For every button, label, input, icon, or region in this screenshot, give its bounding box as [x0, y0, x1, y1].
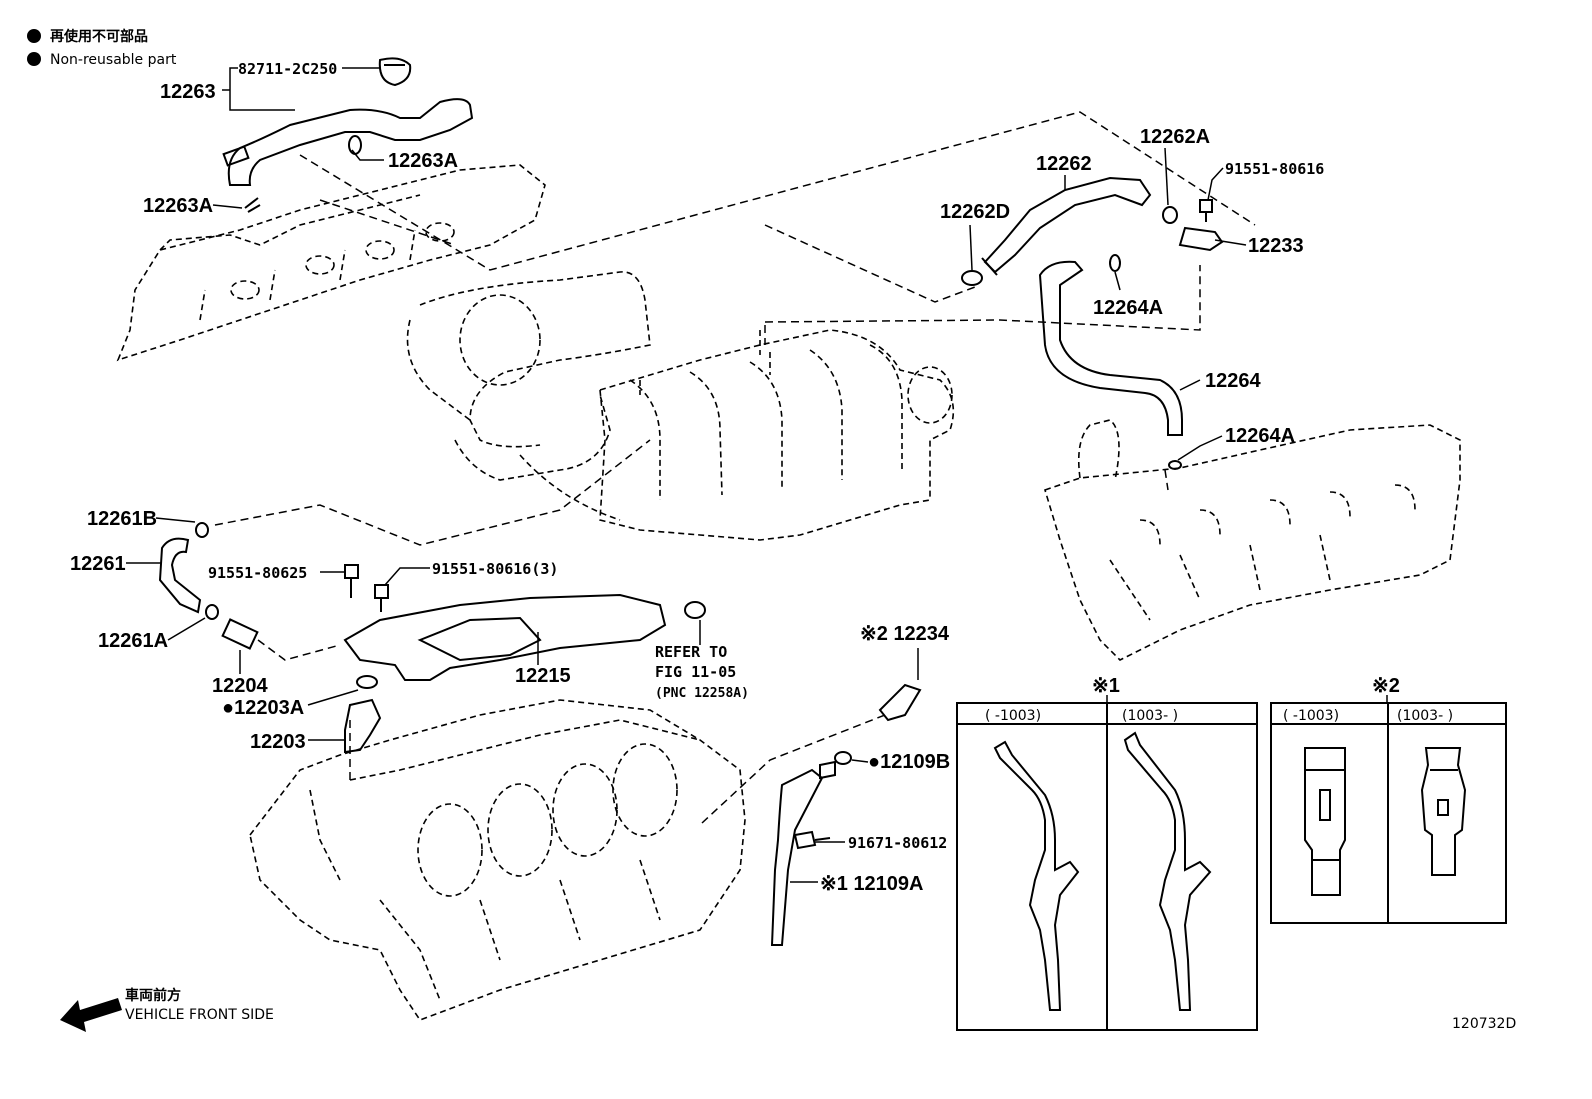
legend-jp: 再使用不可部品: [50, 28, 148, 45]
inset-2-col2-label: (1003- ): [1397, 708, 1453, 724]
label-12109b: ●12109B: [868, 751, 950, 773]
dipstick-guide-12234: [878, 683, 922, 722]
label-12263a-lower: 12263A: [143, 195, 213, 217]
label-12262d: 12262D: [940, 201, 1010, 223]
label-12263: 12263: [160, 81, 216, 103]
label-12109a: ※1 12109A: [820, 873, 924, 895]
dipstick-guide-12109A: [770, 751, 852, 946]
label-12264a-lower: 12264A: [1225, 425, 1295, 447]
label-12204: 12204: [212, 675, 268, 697]
figure-id: 120732D: [1452, 1016, 1516, 1032]
label-refer-to: REFER TO: [655, 643, 727, 661]
label-12261: 12261: [70, 553, 126, 575]
non-reusable-bullet-icon: [27, 29, 41, 43]
left-cylinder-head-outline: [116, 164, 546, 362]
label-91551-80616: 91551-80616: [1225, 160, 1324, 178]
label-91551-80625: 91551-80625: [208, 564, 307, 582]
inset-1-col2-label: (1003- ): [1122, 708, 1178, 724]
label-12262: 12262: [1036, 153, 1092, 175]
hose-12262: [981, 176, 1152, 276]
front-label-jp: 車両前方: [125, 987, 181, 1004]
ventilation-case-12203: [344, 675, 382, 754]
label-91551-80616-3: 91551-80616(3): [432, 560, 558, 578]
inset-1-col1-label: ( -1003): [985, 708, 1041, 724]
hose-12263: [222, 57, 474, 186]
cylinder-block-outline: [249, 699, 746, 1021]
label-12264: 12264: [1205, 370, 1261, 392]
label-12262a: 12262A: [1140, 126, 1210, 148]
label-12233: 12233: [1248, 235, 1304, 257]
hose-12261: [158, 537, 202, 614]
part-labels: 82711-2C250 12263 12263A 12263A 12262A 1…: [70, 60, 1324, 895]
label-12263a-upper: 12263A: [388, 150, 458, 172]
label-82711-2c250: 82711-2C250: [238, 60, 337, 78]
vehicle-front-indicator: 車両前方 VEHICLE FRONT SIDE: [60, 987, 274, 1032]
leader-lines: [126, 67, 1247, 883]
oil-separator-12215: [343, 593, 706, 681]
inset-1-mark: ※1: [1092, 675, 1120, 697]
label-91671-80612: 91671-80612: [848, 834, 947, 852]
front-label-en: VEHICLE FRONT SIDE: [125, 1007, 274, 1023]
non-reusable-bullet-icon: [27, 52, 41, 66]
intake-manifold-outline: [406, 271, 955, 541]
label-12234: ※2 12234: [860, 623, 950, 645]
label-12261b: 12261B: [87, 508, 157, 530]
label-12261a: 12261A: [98, 630, 168, 652]
legend: 再使用不可部品 Non-reusable part: [27, 28, 177, 68]
assembly-lines: [214, 111, 1256, 824]
label-pnc-12258a: (PNC 12258A): [655, 686, 749, 701]
label-12203: 12203: [250, 731, 306, 753]
inset-2-dipstick-guide-variants: ※2 ( -1003) (1003- ): [1270, 675, 1507, 924]
hose-12264: [1038, 260, 1183, 436]
label-12215: 12215: [515, 665, 571, 687]
inset-2-col1-label: ( -1003): [1283, 708, 1339, 724]
label-12264a-upper: 12264A: [1093, 297, 1163, 319]
inset-1-dipstick-guide-variants: ※1 ( -1003) (1003- ): [956, 675, 1258, 1031]
label-12203a: ●12203A: [222, 697, 304, 719]
label-fig-11-05: FIG 11-05: [655, 663, 736, 681]
front-arrow-icon: [60, 998, 122, 1032]
right-cylinder-head-outline: [1044, 419, 1461, 661]
inset-2-mark: ※2: [1372, 675, 1400, 697]
pcv-valve-12204: [221, 618, 259, 650]
bolts: [344, 199, 1224, 850]
legend-en: Non-reusable part: [50, 52, 177, 68]
